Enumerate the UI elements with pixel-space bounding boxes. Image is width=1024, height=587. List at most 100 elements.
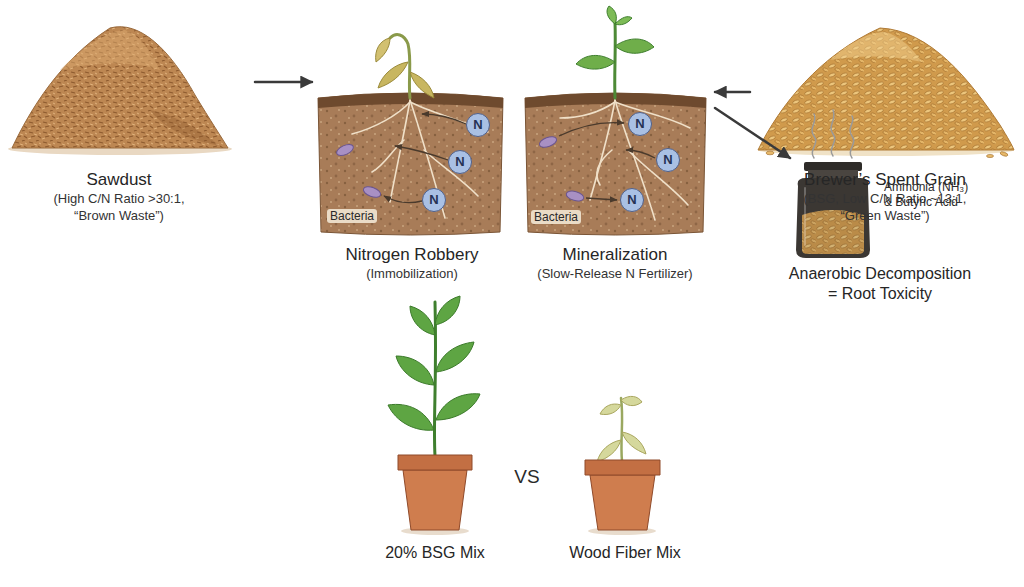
sawdust-pile bbox=[12, 27, 228, 148]
healthy-seedling bbox=[615, 39, 654, 53]
soil-cross-section bbox=[525, 93, 706, 235]
grain-pile bbox=[1000, 151, 1009, 157]
node-note: (Slow-Release N Fertilizer) bbox=[537, 265, 692, 282]
grain-pile bbox=[987, 154, 994, 157]
flow-arrow bbox=[255, 81, 312, 84]
bacteria-label: Bacteria bbox=[531, 210, 581, 224]
healthy-potted-plant bbox=[410, 306, 435, 335]
nitrogen-circle: N bbox=[448, 150, 472, 174]
process-panel: Nitrogen Robbery(Immobilization) N N N bbox=[312, 20, 512, 290]
sealed-jar bbox=[831, 110, 835, 156]
soil-cross-section bbox=[597, 150, 612, 185]
wilting-seedling bbox=[378, 62, 408, 88]
node-heading: N bbox=[627, 193, 636, 207]
stunted-potted-plant bbox=[597, 440, 621, 462]
healthy-potted-plant bbox=[403, 470, 467, 530]
node-heading: Mineralization bbox=[563, 245, 668, 265]
healthy-potted-plant bbox=[388, 296, 480, 535]
soil-cross-section bbox=[318, 93, 503, 235]
healthy-potted-plant bbox=[388, 296, 480, 430]
soil-cross-section bbox=[560, 102, 615, 118]
pot-panel: 20% BSG Mix bbox=[370, 290, 500, 565]
soil-cross-section bbox=[560, 100, 690, 220]
healthy-potted-plant bbox=[398, 455, 472, 470]
soil-cross-section bbox=[410, 100, 445, 218]
sealed-jar bbox=[812, 110, 854, 158]
soil-cross-section bbox=[590, 100, 615, 200]
grain-pile bbox=[758, 28, 1014, 150]
stunted-potted-plant bbox=[585, 396, 660, 535]
material-card: Sawdust(High C/N Ratio >30:1, “Brown Was… bbox=[5, 5, 255, 230]
stunted-potted-plant bbox=[597, 396, 646, 462]
node-heading: Nitrogen Robbery bbox=[345, 245, 478, 265]
soil-cross-section bbox=[422, 114, 466, 124]
grain-pile bbox=[758, 28, 1014, 158]
soil-cross-section bbox=[615, 102, 690, 128]
soil-cross-section bbox=[372, 140, 404, 172]
soil-cross-section bbox=[352, 102, 410, 134]
soil-cross-section bbox=[626, 150, 655, 158]
node-heading: Sawdust bbox=[86, 170, 151, 190]
node-heading: N bbox=[635, 117, 644, 131]
wilting-seedling bbox=[376, 38, 390, 62]
healthy-potted-plant bbox=[396, 356, 434, 385]
stunted-potted-plant bbox=[622, 432, 646, 454]
node-note: (High C/N Ratio >30:1, “Brown Waste”) bbox=[39, 190, 199, 224]
node-heading: Wood Fiber Mix bbox=[569, 543, 681, 563]
stunted-potted-plant bbox=[590, 475, 655, 530]
node-heading: 20% BSG Mix bbox=[385, 543, 485, 563]
sealed-jar bbox=[850, 116, 854, 158]
sawdust-pile bbox=[150, 110, 220, 146]
grain-pile bbox=[766, 151, 774, 155]
wilting-seedling bbox=[376, 35, 434, 98]
soil-cross-section bbox=[565, 189, 585, 202]
wilting-seedling bbox=[410, 72, 434, 98]
healthy-seedling bbox=[607, 6, 616, 24]
sawdust-pile bbox=[8, 27, 232, 155]
process-panel: Mineralization(Slow-Release N Fertilizer… bbox=[515, 15, 715, 290]
sealed-jar bbox=[812, 114, 816, 158]
node-note: (Immobilization) bbox=[366, 265, 458, 282]
soil-cross-section bbox=[362, 185, 382, 200]
gas-note: Ammonia (NH₃) & Butyric Acid bbox=[884, 180, 975, 210]
nitrogen-circle: N bbox=[422, 188, 446, 212]
stunted-potted-plant bbox=[621, 396, 642, 405]
pot-panel: Wood Fiber Mix bbox=[560, 290, 690, 565]
healthy-seedling bbox=[576, 6, 654, 98]
node-heading: N bbox=[473, 118, 482, 132]
healthy-potted-plant bbox=[388, 404, 434, 430]
healthy-seedling bbox=[613, 22, 617, 98]
sawdust-pile bbox=[60, 30, 160, 70]
soil-cross-section bbox=[538, 135, 558, 150]
soil-cross-section bbox=[559, 123, 624, 136]
soil-cross-section bbox=[395, 146, 448, 160]
bacteria-label: Bacteria bbox=[327, 209, 377, 223]
material-card: Brewer’s Spent Grain(BSG, Low C/N Ratio … bbox=[750, 5, 1015, 230]
healthy-potted-plant bbox=[435, 296, 460, 325]
soil-cross-section bbox=[615, 100, 655, 220]
soil-cross-section bbox=[384, 196, 422, 203]
versus-label: VS bbox=[514, 466, 539, 488]
healthy-potted-plant bbox=[436, 342, 474, 372]
stunted-potted-plant bbox=[621, 398, 622, 461]
soil-cross-section bbox=[525, 93, 706, 235]
healthy-potted-plant bbox=[436, 394, 480, 420]
stunted-potted-plant bbox=[585, 460, 660, 475]
flow-arrow bbox=[715, 91, 750, 94]
soil-cross-section bbox=[335, 142, 355, 158]
nitrogen-circle: N bbox=[620, 188, 644, 212]
nitrogen-circle: N bbox=[466, 113, 490, 137]
stunted-potted-plant bbox=[600, 404, 621, 415]
soil-cross-section bbox=[318, 93, 503, 235]
node-heading: Anaerobic Decomposition = Root Toxicity bbox=[786, 264, 975, 304]
node-heading: N bbox=[429, 193, 438, 207]
healthy-seedling bbox=[615, 17, 632, 25]
flow-arrow bbox=[715, 108, 790, 158]
soil-cross-section bbox=[586, 198, 617, 200]
sealed-jar bbox=[804, 162, 862, 171]
nitrogen-circle: N bbox=[628, 112, 652, 136]
grain-pile bbox=[830, 32, 922, 62]
node-heading: N bbox=[455, 155, 464, 169]
healthy-seedling bbox=[576, 55, 615, 69]
